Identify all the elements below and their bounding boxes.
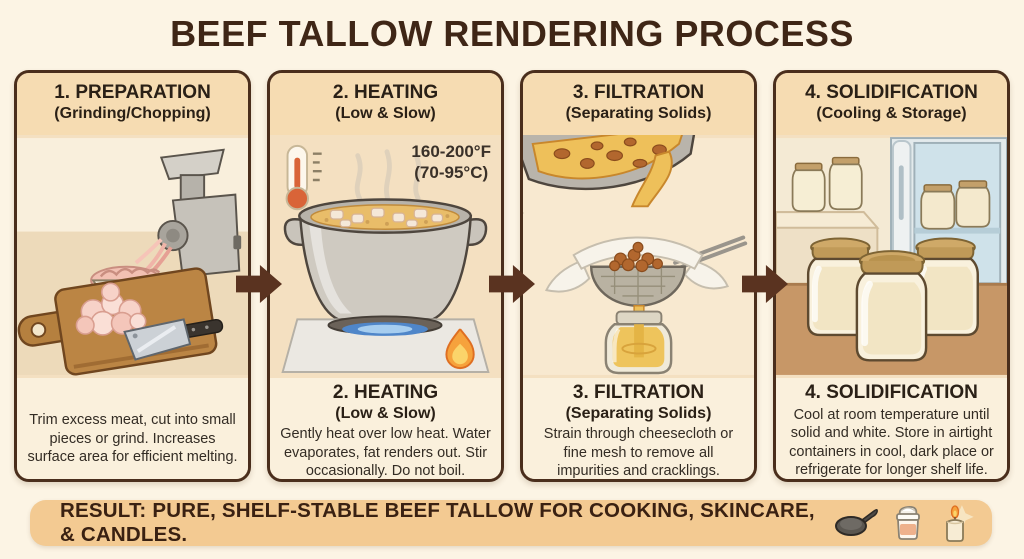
mason-jar-icon [604,310,673,375]
step-2-caption-title: 2. HEATING [332,382,439,403]
filtration-illustration-icon [523,135,754,375]
step-2-description: Gently heat over low heat. Water evapora… [280,426,491,480]
step-panel-preparation: 1. PREPARATION (Grinding/Chopping) [14,70,251,482]
result-bar: RESULT: PURE, SHELF-STABLE BEEF TALLOW F… [30,499,992,546]
result-text: RESULT: PURE, SHELF-STABLE BEEF TALLOW F… [60,499,815,546]
preparation-illustration-icon [17,138,248,376]
step-1-caption: Trim excess meat, cut into small pieces … [17,378,248,479]
temperature-celsius: (70-95°C) [414,163,489,183]
sparkle-icon [950,505,974,529]
heating-illustration-icon [270,138,501,375]
temperature-label: 160-200°F (70-95°C) [411,141,491,184]
step-4-caption: 4. SOLIDIFICATION Cool at room temperatu… [776,378,1007,479]
tallow-jar-icon [855,250,928,362]
step-panel-heating: 2. HEATING (Low & Slow) [267,70,504,482]
stove-burner-icon [281,315,490,373]
solidification-illustration-icon [776,137,1007,375]
step-3-caption-title: 3. FILTRATION [572,382,705,403]
page-title: BEEF TALLOW RENDERING PROCESS [170,13,854,54]
cleaver-icon [123,318,224,361]
step-4-caption-title: 4. SOLIDIFICATION [805,382,978,403]
stock-pot-icon [283,198,488,321]
step-1-illustration [17,135,248,378]
step-4-title: 4. SOLIDIFICATION [805,82,978,103]
step-panel-filtration: 3. FILTRATION (Separating Solids) [520,70,757,482]
candle-icon [946,505,974,542]
step-3-illustration [523,135,754,378]
step-1-title: 1. PREPARATION [54,82,211,103]
meat-grinder-icon [134,148,242,278]
step-2-caption-subtitle: (Low & Slow) [335,404,436,422]
fat-stream-icon [630,150,673,208]
pouring-pot-icon [523,135,696,214]
step-2-caption: 2. HEATING (Low & Slow) Gently heat over… [270,378,501,480]
step-4-illustration [776,135,1007,378]
fridge-jar-icon [920,180,991,230]
step-3-title: 3. FILTRATION [572,82,705,103]
step-3-subtitle: (Separating Solids) [565,104,712,122]
frying-pan-icon [835,508,878,536]
fat-cubes-icon [329,207,444,228]
step-1-description: Trim excess meat, cut into small pieces … [27,412,238,466]
cracklings-pile-icon [609,241,663,273]
shelf-jar-icon [791,156,863,213]
step-1-subtitle: (Grinding/Chopping) [54,104,211,122]
step-3-header: 3. FILTRATION (Separating Solids) [523,73,754,135]
cream-jar-icon [896,506,920,540]
step-panel-solidification: 4. SOLIDIFICATION (Cooling & Storage) [773,70,1010,482]
flame-icon [445,328,475,370]
step-3-caption-subtitle: (Separating Solids) [565,404,712,422]
thermometer-icon [285,144,322,211]
step-4-header: 4. SOLIDIFICATION (Cooling & Storage) [776,73,1007,135]
cracklings-in-fat-icon [553,137,667,169]
step-2-illustration: 160-200°F (70-95°C) [270,135,501,378]
step-2-subtitle: (Low & Slow) [335,104,436,122]
steam-icon [354,149,422,205]
step-3-caption: 3. FILTRATION (Separating Solids) Strain… [523,378,754,480]
temperature-fahrenheit: 160-200°F [411,142,491,161]
step-3-description: Strain through cheesecloth or fine mesh … [543,426,734,480]
step-2-header: 2. HEATING (Low & Slow) [270,73,501,135]
meat-chunks-icon [75,282,147,336]
step-4-description: Cool at room temperature until solid and… [789,406,994,479]
step-1-header: 1. PREPARATION (Grinding/Chopping) [17,73,248,135]
result-icons [834,504,978,542]
step-2-title: 2. HEATING [332,82,439,103]
step-4-subtitle: (Cooling & Storage) [816,104,967,122]
